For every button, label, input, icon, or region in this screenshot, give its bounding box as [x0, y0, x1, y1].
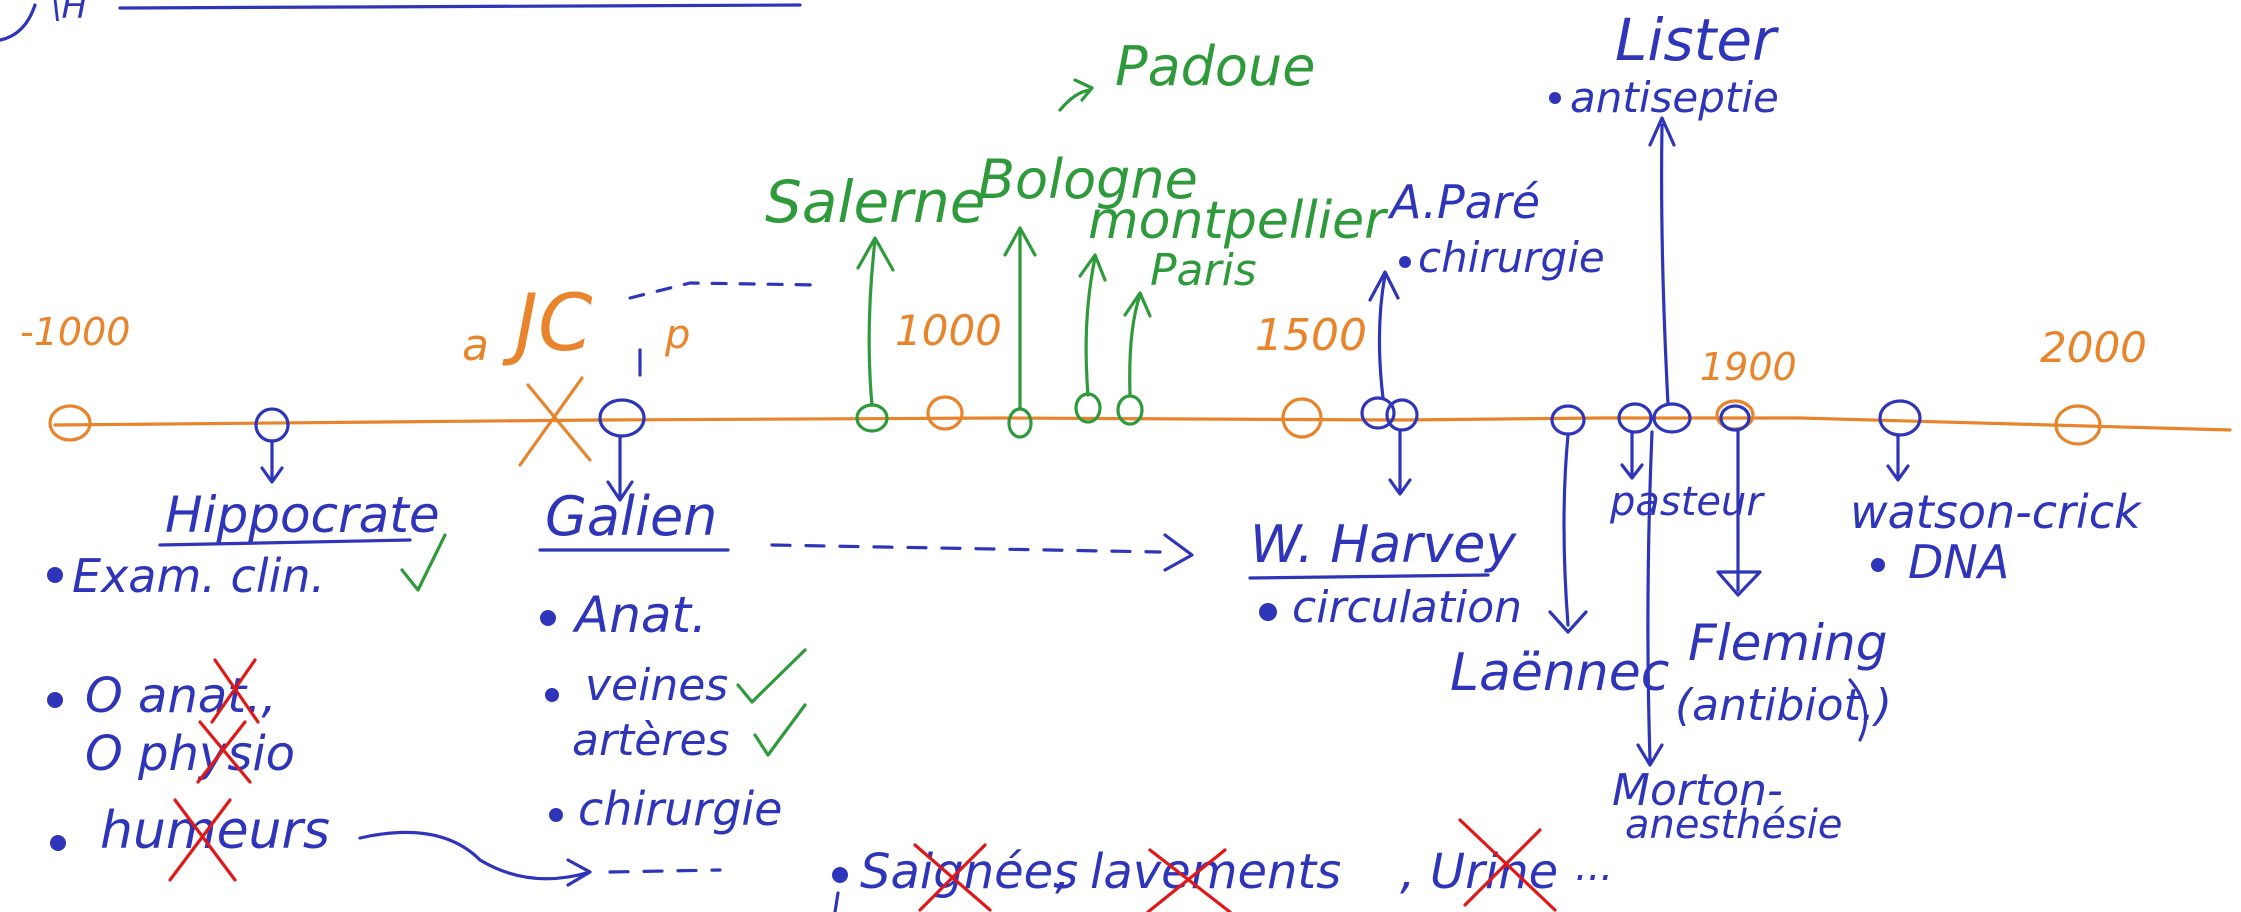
- label-padoue: Padoue: [1115, 35, 1315, 98]
- label-paris: Paris: [1150, 245, 1257, 296]
- check-arteres: [753, 703, 807, 757]
- pare-item-chirurgie: chirurgie: [1418, 233, 1605, 282]
- label-montpellier: montpellier: [1088, 191, 1389, 251]
- cross-urine: [1458, 818, 1557, 912]
- bottom-note-comma1: ,: [1055, 844, 1070, 900]
- watson-crick-group: watson-crick DNA: [1850, 399, 2143, 589]
- morton-name: Morton-: [1612, 765, 1783, 816]
- galien-item-chirurgie: chirurgie: [578, 782, 782, 836]
- cross-anat: [210, 658, 260, 724]
- label-salerne: Salerne: [765, 168, 985, 236]
- cross-saignees: [913, 843, 992, 912]
- check-veines: [736, 648, 807, 704]
- jc-dashed-link: [628, 281, 822, 300]
- places-group: Salerne Bologne Padoue montpellier Paris: [765, 35, 1389, 439]
- bottom-note-ellipsis: ...: [1575, 844, 1613, 890]
- cross-physio: [196, 720, 252, 784]
- hippocrate-item-physio: O physio: [85, 726, 295, 782]
- cross-humeurs: [168, 798, 237, 882]
- check-exam: [400, 533, 447, 592]
- marker-bologne: [1007, 407, 1033, 439]
- marker-lister: [1652, 402, 1692, 434]
- galien-to-harvey-arrow: [770, 543, 1162, 554]
- marker-pasteur: [1617, 402, 1653, 434]
- galien-item-arteres: artères: [572, 715, 729, 766]
- laennec-group: Laënnec: [1450, 404, 1669, 703]
- marker-galien: [598, 398, 646, 438]
- pasteur-lister-group: pasteur Lister antiseptie Morton- anesth…: [1549, 6, 1892, 848]
- marker-pare: [1360, 396, 1396, 430]
- harvey-name: W. Harvey: [1250, 515, 1517, 575]
- galien-name: Galien: [545, 485, 717, 548]
- harvey-item-circulation: circulation: [1292, 582, 1522, 633]
- marker-hippocrate: [254, 407, 290, 443]
- label-year-1900: 1900: [1700, 345, 1797, 389]
- hippocrate-item-anat: O anat.,: [85, 668, 277, 724]
- bottom-note-group: Saignées , lavements , Urine ...: [832, 818, 1613, 912]
- pare-name: A.Paré: [1387, 175, 1540, 229]
- bottom-note-lavements: lavements: [1090, 844, 1341, 900]
- label-bologne: Bologne: [978, 148, 1198, 211]
- marker-minus-1000: [48, 404, 92, 442]
- header-fragment: \H: [0, 0, 802, 42]
- hippocrate-group: Hippocrate Exam. clin. O anat., O physio…: [47, 407, 722, 887]
- label-year-1000: 1000: [895, 306, 1002, 355]
- marker-2000: [2054, 404, 2102, 446]
- watson-crick-item-dna: DNA: [1908, 535, 2009, 589]
- cross-lavements: [1146, 848, 1232, 912]
- galien-item-veines: veines: [585, 660, 728, 711]
- marker-fleming: [1719, 404, 1751, 432]
- bottom-note-comma2: ,: [1400, 844, 1415, 900]
- marker-watson-crick: [1878, 399, 1922, 437]
- label-year-2000: 2000: [2040, 323, 2147, 372]
- label-year-1500: 1500: [1255, 310, 1367, 361]
- label-av-jc: a: [462, 320, 489, 371]
- label-year-minus-1000: -1000: [20, 310, 130, 354]
- marker-1500: [1281, 397, 1323, 439]
- pasteur-name: pasteur: [1609, 479, 1765, 525]
- hippocrate-name: Hippocrate: [165, 486, 440, 544]
- hippocrate-item-exam: Exam. clin.: [72, 549, 325, 603]
- galien-group: Galien Anat. veines artères chirurgie: [538, 398, 1194, 836]
- label-ap-jc: p: [664, 312, 690, 358]
- harvey-pare-group: A.Paré chirurgie W. Harvey circulation: [1248, 175, 1605, 633]
- laennec-name: Laënnec: [1450, 643, 1669, 703]
- watson-crick-name: watson-crick: [1850, 485, 2143, 539]
- lister-item-antiseptie: antiseptie: [1570, 73, 1779, 122]
- header-text: \H: [50, 0, 87, 27]
- jc-cross: [518, 376, 592, 467]
- fleming-note-antibiot: (antibiot.): [1675, 680, 1892, 731]
- timeline-axis: [53, 416, 2232, 432]
- timeline: -1000 a JC p 1000 1500 1900 2000: [20, 279, 2232, 467]
- marker-1000: [926, 395, 964, 431]
- morton-note-anesthesie: anesthésie: [1625, 802, 1843, 848]
- galien-item-anat: Anat.: [572, 586, 707, 644]
- lister-name: Lister: [1615, 6, 1779, 74]
- label-jc: JC: [502, 279, 593, 369]
- fleming-name: Fleming: [1688, 614, 1887, 672]
- marker-harvey: [1385, 398, 1419, 432]
